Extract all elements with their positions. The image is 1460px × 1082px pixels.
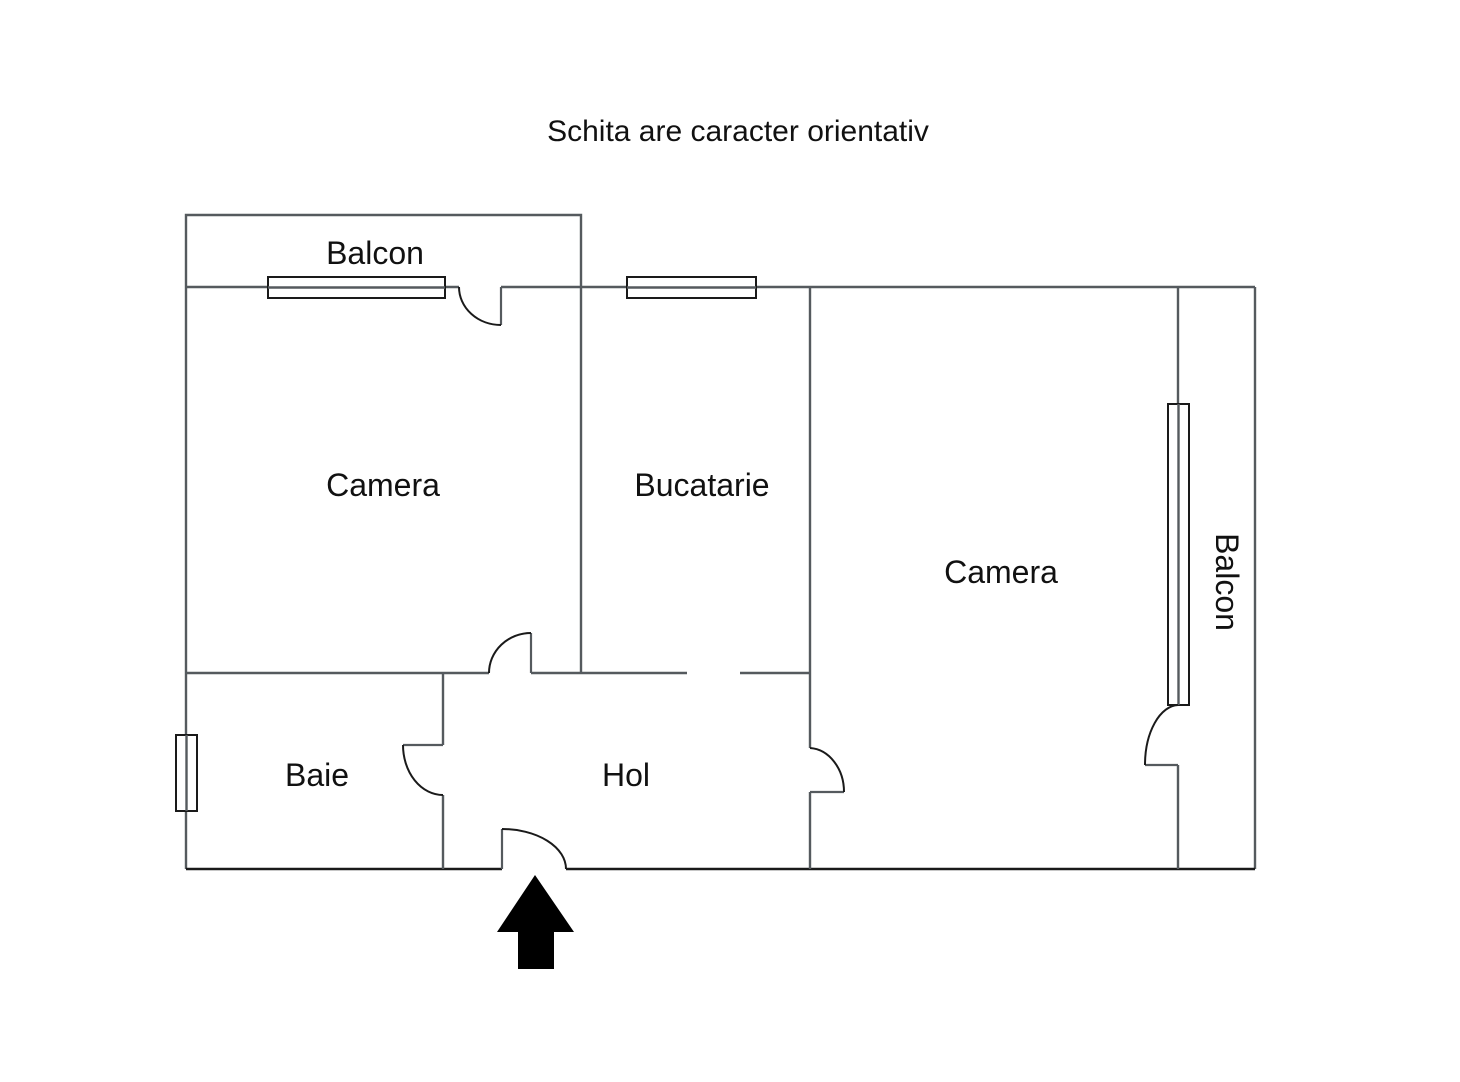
room-label-balcon-right: Balcon bbox=[1209, 533, 1245, 631]
page-title: Schita are caracter orientativ bbox=[547, 115, 929, 148]
room-label-camera-right: Camera bbox=[944, 554, 1058, 590]
door-camera-left bbox=[488, 632, 533, 674]
door-camera-right-swing bbox=[809, 747, 846, 793]
room-label-camera-left: Camera bbox=[326, 467, 440, 503]
door-camera-right bbox=[809, 747, 846, 794]
door-balcon-top-swing bbox=[458, 286, 502, 326]
entrance-arrow-shape bbox=[497, 875, 574, 969]
room-balcon-top bbox=[184, 213, 583, 287]
room-label-hol: Hol bbox=[602, 757, 650, 793]
door-entrance bbox=[500, 828, 567, 870]
door-balcon-right bbox=[1144, 704, 1179, 767]
room-label-balcon-top: Balcon bbox=[326, 235, 424, 271]
door-baie bbox=[402, 743, 444, 796]
door-baie-swing bbox=[402, 744, 444, 796]
room-label-bucatarie: Bucatarie bbox=[634, 467, 769, 503]
door-balcon-top bbox=[458, 286, 503, 326]
door-balcon-right-swing bbox=[1144, 704, 1179, 766]
entrance-arrow-icon bbox=[497, 875, 574, 969]
balcon-top-outline bbox=[184, 213, 583, 287]
doors bbox=[402, 286, 1179, 870]
door-camera-left-swing bbox=[488, 632, 532, 674]
door-entrance-swing bbox=[501, 828, 567, 870]
room-label-baie: Baie bbox=[285, 757, 349, 793]
windows bbox=[175, 276, 1190, 812]
